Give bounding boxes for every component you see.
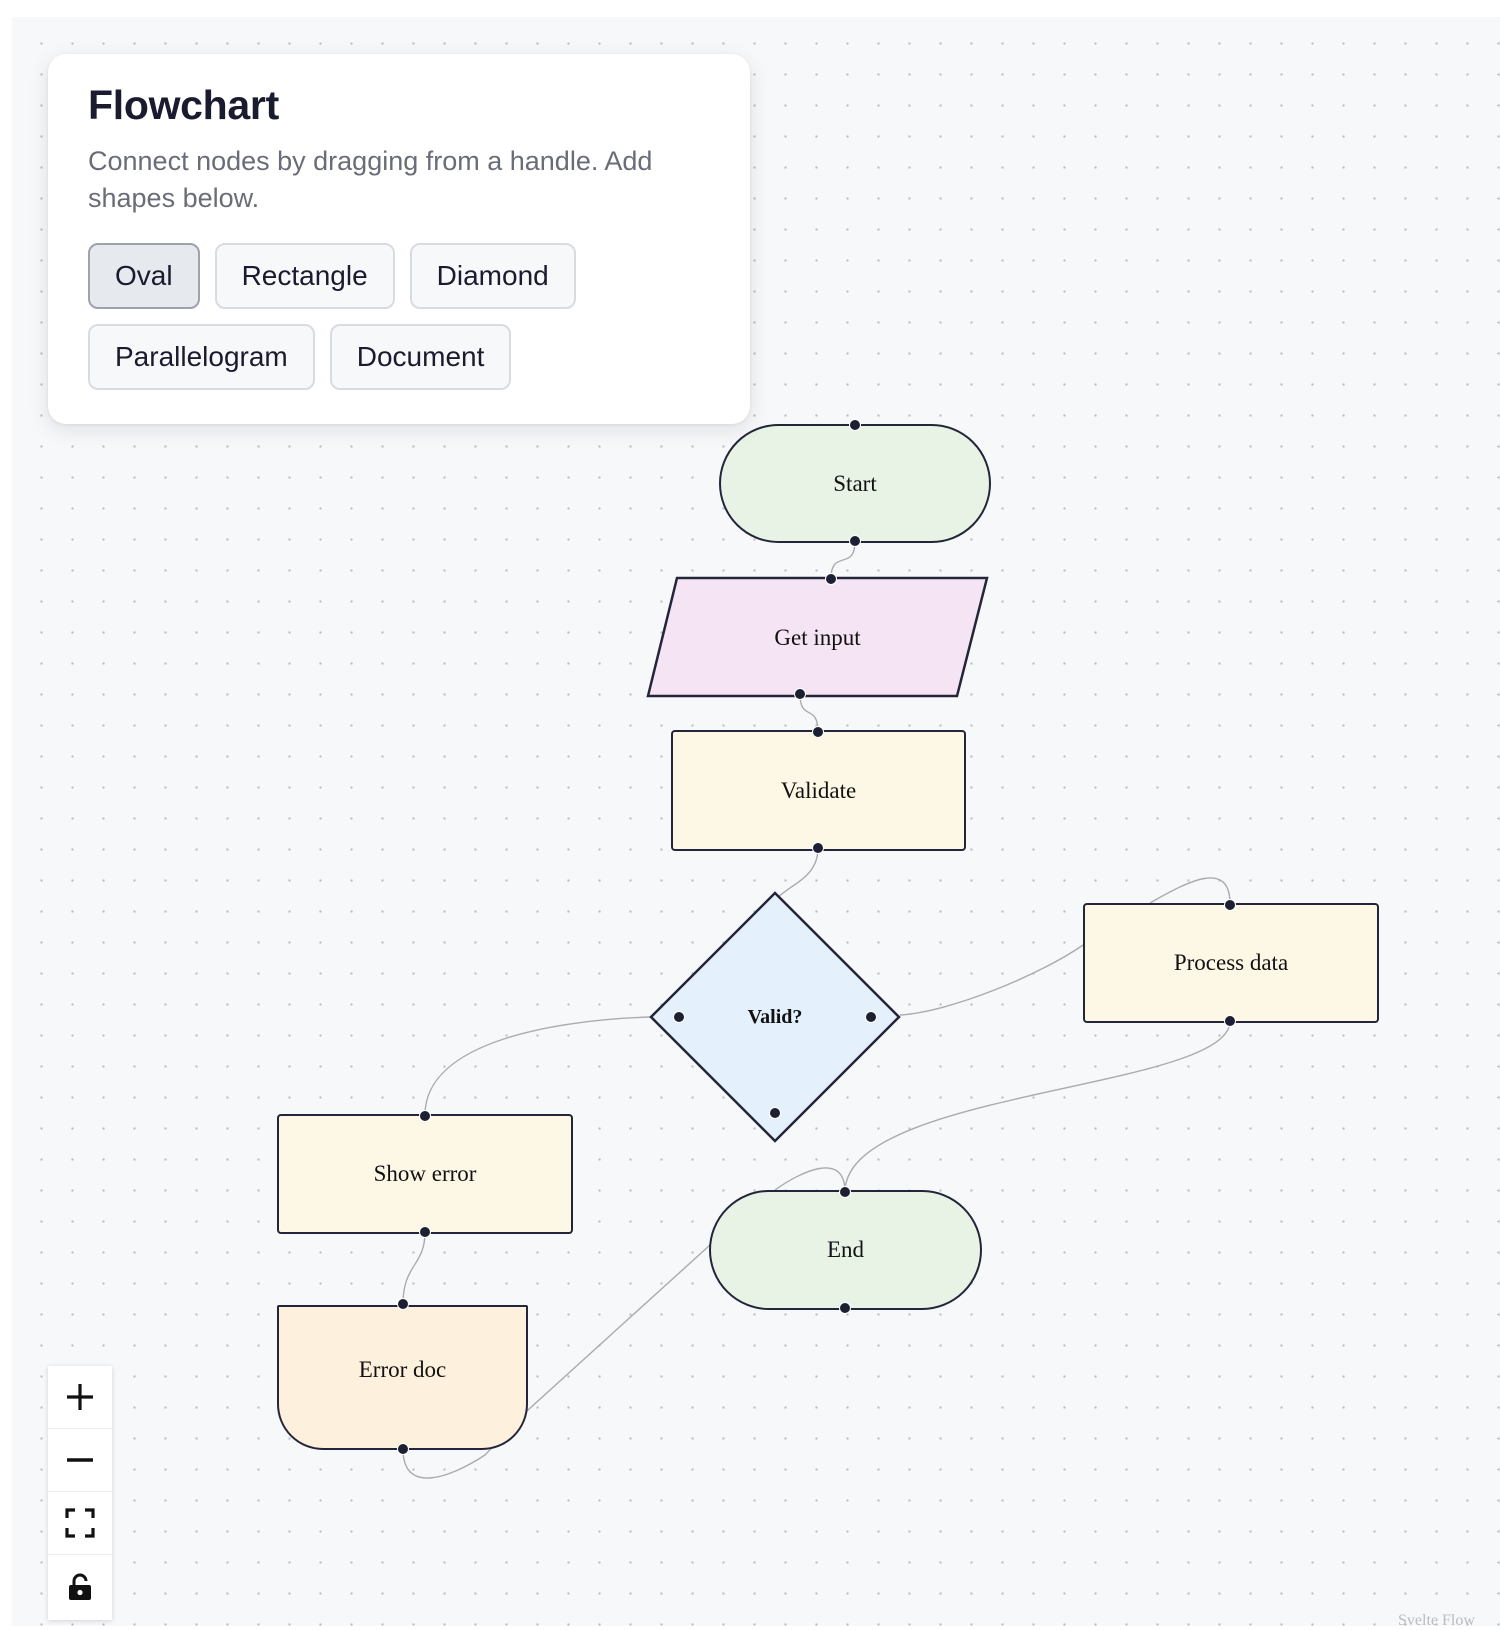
toggle-lock-button[interactable]: [48, 1555, 112, 1618]
handle-getinput-bottom[interactable]: [794, 688, 806, 700]
handle-valid-bottom[interactable]: [769, 1107, 781, 1119]
shape-buttons: Oval Rectangle Diamond Parallelogram Doc…: [88, 243, 608, 390]
minus-icon: [67, 1458, 93, 1462]
plus-icon: [67, 1384, 93, 1410]
handle-valid-left[interactable]: [673, 1011, 685, 1023]
handle-valid-right[interactable]: [865, 1011, 877, 1023]
handle-validate-top[interactable]: [812, 726, 824, 738]
handle-end-top[interactable]: [839, 1186, 851, 1198]
node-end-label: End: [826, 1237, 865, 1262]
flowchart-panel: Flowchart Connect nodes by dragging from…: [48, 54, 750, 424]
node-validate-label: Validate: [780, 777, 857, 803]
node-valid-decision[interactable]: [648, 890, 902, 1144]
handle-validate-bottom[interactable]: [812, 842, 824, 854]
node-process-data[interactable]: Process data: [1083, 903, 1379, 1023]
handle-process-top[interactable]: [1224, 899, 1236, 911]
node-process-data-label: Process data: [1173, 950, 1289, 975]
node-get-input[interactable]: [645, 575, 990, 700]
unlock-icon: [69, 1573, 91, 1600]
canvas-controls: [48, 1366, 112, 1620]
node-validate[interactable]: Validate: [671, 730, 966, 851]
node-error-doc-label: Error doc: [358, 1357, 447, 1382]
add-diamond-button[interactable]: Diamond: [409, 243, 576, 309]
add-oval-button[interactable]: Oval: [88, 243, 200, 309]
add-document-button[interactable]: Document: [329, 324, 512, 390]
add-parallelogram-button[interactable]: Parallelogram: [88, 324, 315, 390]
node-end[interactable]: End: [709, 1190, 982, 1310]
handle-showerror-bottom[interactable]: [419, 1226, 431, 1238]
panel-title: Flowchart: [88, 82, 279, 128]
attribution-link[interactable]: Svelte Flow: [1398, 1612, 1475, 1629]
node-start[interactable]: Start: [719, 424, 991, 543]
panel-description: Connect nodes by dragging from a handle.…: [88, 146, 653, 213]
zoom-out-button[interactable]: [48, 1429, 112, 1492]
handle-getinput-top[interactable]: [825, 573, 837, 585]
node-error-doc[interactable]: Error doc: [277, 1305, 528, 1450]
zoom-in-button[interactable]: [48, 1366, 112, 1429]
node-show-error[interactable]: Show error: [277, 1114, 573, 1234]
node-show-error-label: Show error: [373, 1161, 477, 1186]
fit-view-icon: [65, 1508, 95, 1538]
handle-errordoc-bottom[interactable]: [397, 1443, 409, 1455]
handle-start-top[interactable]: [849, 419, 861, 431]
handle-start-bottom[interactable]: [849, 535, 861, 547]
add-rectangle-button[interactable]: Rectangle: [214, 243, 395, 309]
handle-end-bottom[interactable]: [839, 1302, 851, 1314]
handle-process-bottom[interactable]: [1224, 1015, 1236, 1027]
handle-errordoc-top[interactable]: [397, 1298, 409, 1310]
handle-showerror-top[interactable]: [419, 1110, 431, 1122]
node-start-label: Start: [833, 470, 877, 496]
fit-view-button[interactable]: [48, 1492, 112, 1555]
